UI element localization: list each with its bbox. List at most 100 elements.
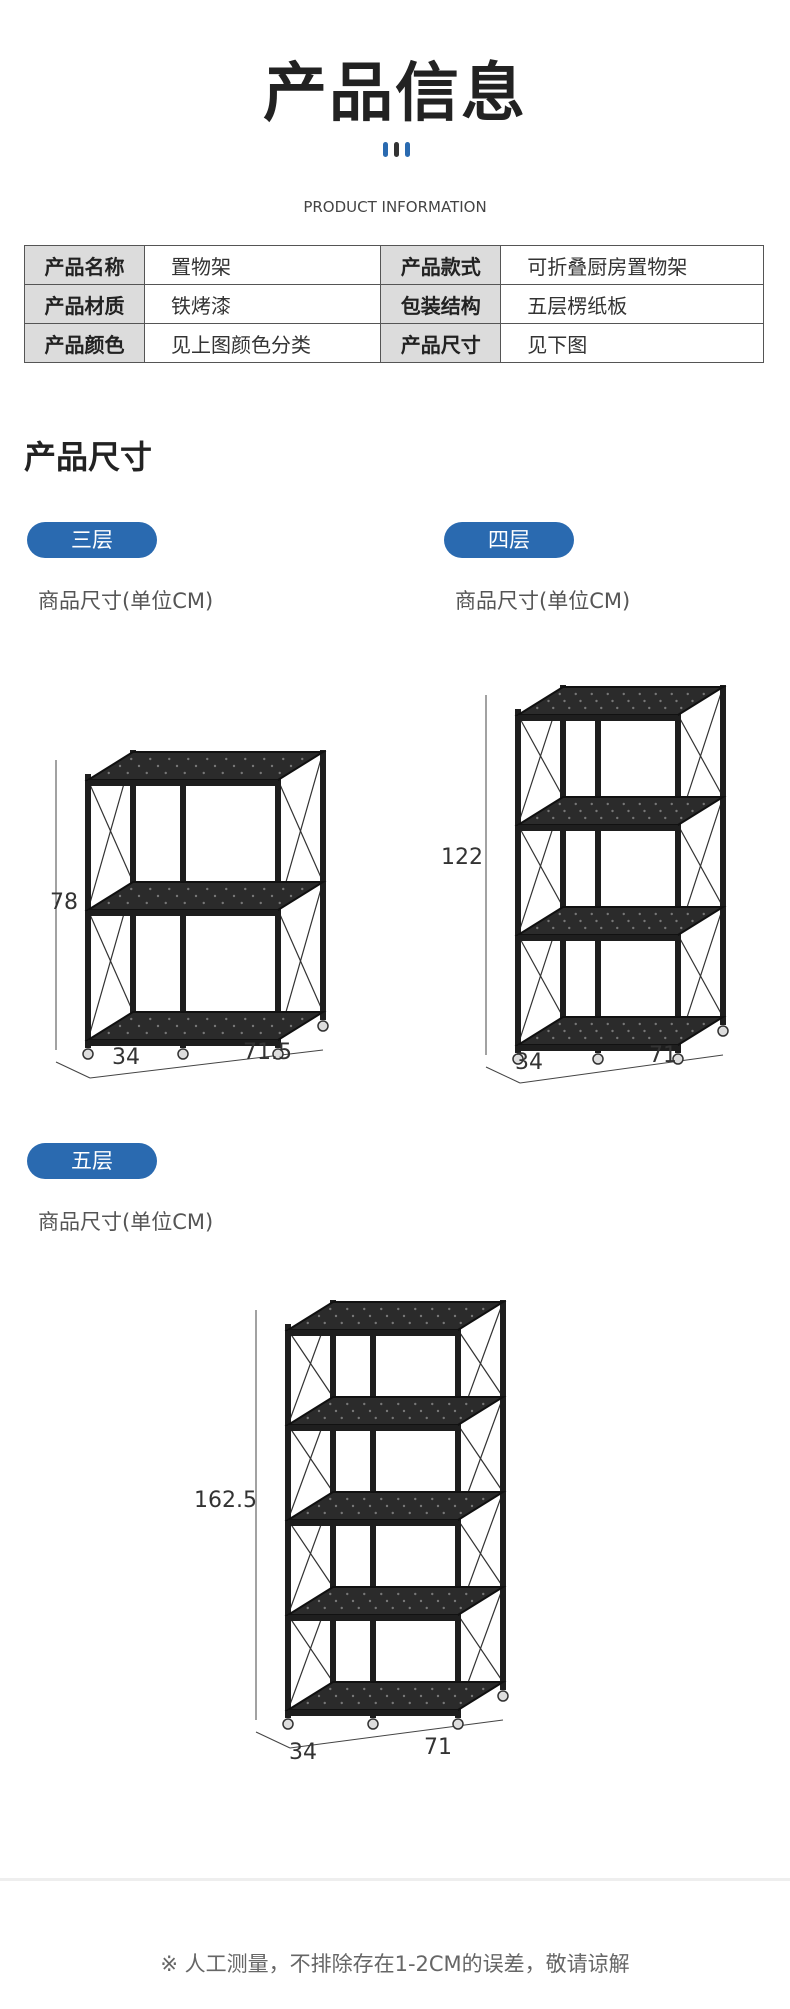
shelf-hole — [470, 1314, 474, 1318]
shelf-hole — [329, 1592, 332, 1596]
shelf-hole — [670, 802, 673, 806]
shelf-hole — [380, 1402, 383, 1406]
shelf-hole — [357, 1701, 360, 1705]
shelf-hole — [670, 1022, 673, 1026]
shelf-front-edge — [288, 1520, 458, 1526]
rack-illustration — [55, 746, 329, 1079]
shelf-hole — [425, 1701, 428, 1705]
shelf-hole — [627, 699, 630, 703]
width-label: 71 — [424, 1735, 452, 1760]
shelf-hole — [643, 809, 646, 813]
shelf-hole — [436, 1409, 440, 1413]
bar-right — [405, 142, 410, 157]
shelf-hole — [638, 912, 641, 916]
shelf-hole — [118, 1024, 122, 1028]
shelf-hole — [600, 706, 603, 710]
shelf-hole — [385, 1599, 389, 1603]
shelf-hole — [459, 1511, 462, 1515]
shelf-front-edge — [518, 1045, 678, 1051]
shelf-hole — [259, 1031, 262, 1035]
shelf-hole — [408, 1416, 411, 1420]
shelf-hole — [579, 699, 582, 703]
shelf-hole — [654, 802, 657, 806]
shelf-hole — [431, 1402, 434, 1406]
shelf-hole — [558, 1022, 561, 1026]
shelf-front-edge — [518, 825, 678, 831]
shelf-hole — [225, 1017, 228, 1021]
depth-label: 34 — [112, 1045, 140, 1070]
shelf-hole — [558, 692, 561, 696]
shelf-hole — [654, 912, 657, 916]
shelf-hole — [380, 1497, 383, 1501]
product-info-table: 产品名称 置物架 产品款式 可折叠厨房置物架 产品材质 铁烤漆 包装结构 五层楞… — [24, 245, 764, 363]
shelf-hole — [470, 1694, 474, 1698]
shelf-hole — [584, 1036, 587, 1040]
shelf-hole — [632, 706, 635, 710]
caster-wheel — [272, 1048, 284, 1060]
shelf-hole — [680, 706, 683, 710]
shelf-hole — [448, 1402, 451, 1406]
shelf-hole — [368, 1599, 372, 1603]
shelf-hole — [329, 1497, 332, 1501]
shelf-hole — [563, 1029, 566, 1033]
shelf-hole — [584, 706, 587, 710]
shelf-hole — [436, 1314, 440, 1318]
shelf-hole — [363, 1592, 366, 1596]
shelf-hole — [363, 1687, 366, 1691]
width-label: 71.5 — [243, 1040, 292, 1065]
shelf-hole — [436, 1599, 440, 1603]
caster-wheel — [497, 1690, 509, 1702]
shelf-hole — [627, 919, 630, 923]
shelf-hole — [225, 887, 228, 891]
shelf-hole — [436, 1694, 440, 1698]
rack-shelf — [84, 881, 327, 911]
shelf-hole — [149, 1017, 152, 1021]
shelf-hole — [282, 887, 285, 891]
shelf-hole — [552, 706, 555, 710]
shelf-hole — [391, 1701, 394, 1705]
shelf-hole — [691, 699, 694, 703]
shelf-hole — [579, 809, 582, 813]
caster-wheel — [177, 1048, 189, 1060]
shelf-hole — [448, 1687, 451, 1691]
cell-label: 产品颜色 — [24, 323, 145, 363]
shelf-hole — [606, 692, 609, 696]
shelf-hole — [606, 912, 609, 916]
shelf-hole — [391, 1321, 394, 1325]
shelf-hole — [397, 1497, 400, 1501]
shelf-hole — [175, 764, 179, 768]
shelf-hole — [680, 926, 683, 930]
shelf-hole — [648, 706, 651, 710]
shelf-hole — [126, 1031, 129, 1035]
shelf-hole — [442, 1606, 445, 1610]
shelf-hole — [391, 1606, 394, 1610]
shelf-hole — [107, 901, 110, 905]
variant-caption: 商品尺寸(单位CM) — [455, 589, 631, 613]
shelf-front-edge — [288, 1425, 458, 1431]
shelf-hole — [306, 1606, 309, 1610]
shelf-hole — [282, 757, 285, 761]
shelf-hole — [659, 809, 662, 813]
shelf-hole — [419, 1314, 423, 1318]
depth-guide-line — [255, 1731, 291, 1749]
shelf-front-edge — [88, 1040, 278, 1046]
rack-diagram-4 — [478, 681, 738, 1089]
shelf-hole — [168, 887, 171, 891]
width-guide-line — [289, 1719, 504, 1749]
shelf-hole — [323, 1701, 326, 1705]
shelf-hole — [301, 757, 304, 761]
shelf-hole — [202, 1031, 205, 1035]
shelf-hole — [622, 802, 625, 806]
caster-wheel — [82, 1048, 94, 1060]
shelf-hole — [547, 919, 550, 923]
height-label: 78 — [50, 890, 78, 915]
shelf-hole — [600, 1036, 603, 1040]
shelf-hole — [465, 1687, 468, 1691]
shelf-hole — [306, 1416, 309, 1420]
shelf-hole — [346, 1592, 349, 1596]
caster-wheel — [717, 1025, 729, 1037]
shelf-hole — [175, 1024, 179, 1028]
shelf-hole — [659, 919, 662, 923]
shelf-hole — [374, 1416, 377, 1420]
shelf-hole — [397, 1402, 400, 1406]
